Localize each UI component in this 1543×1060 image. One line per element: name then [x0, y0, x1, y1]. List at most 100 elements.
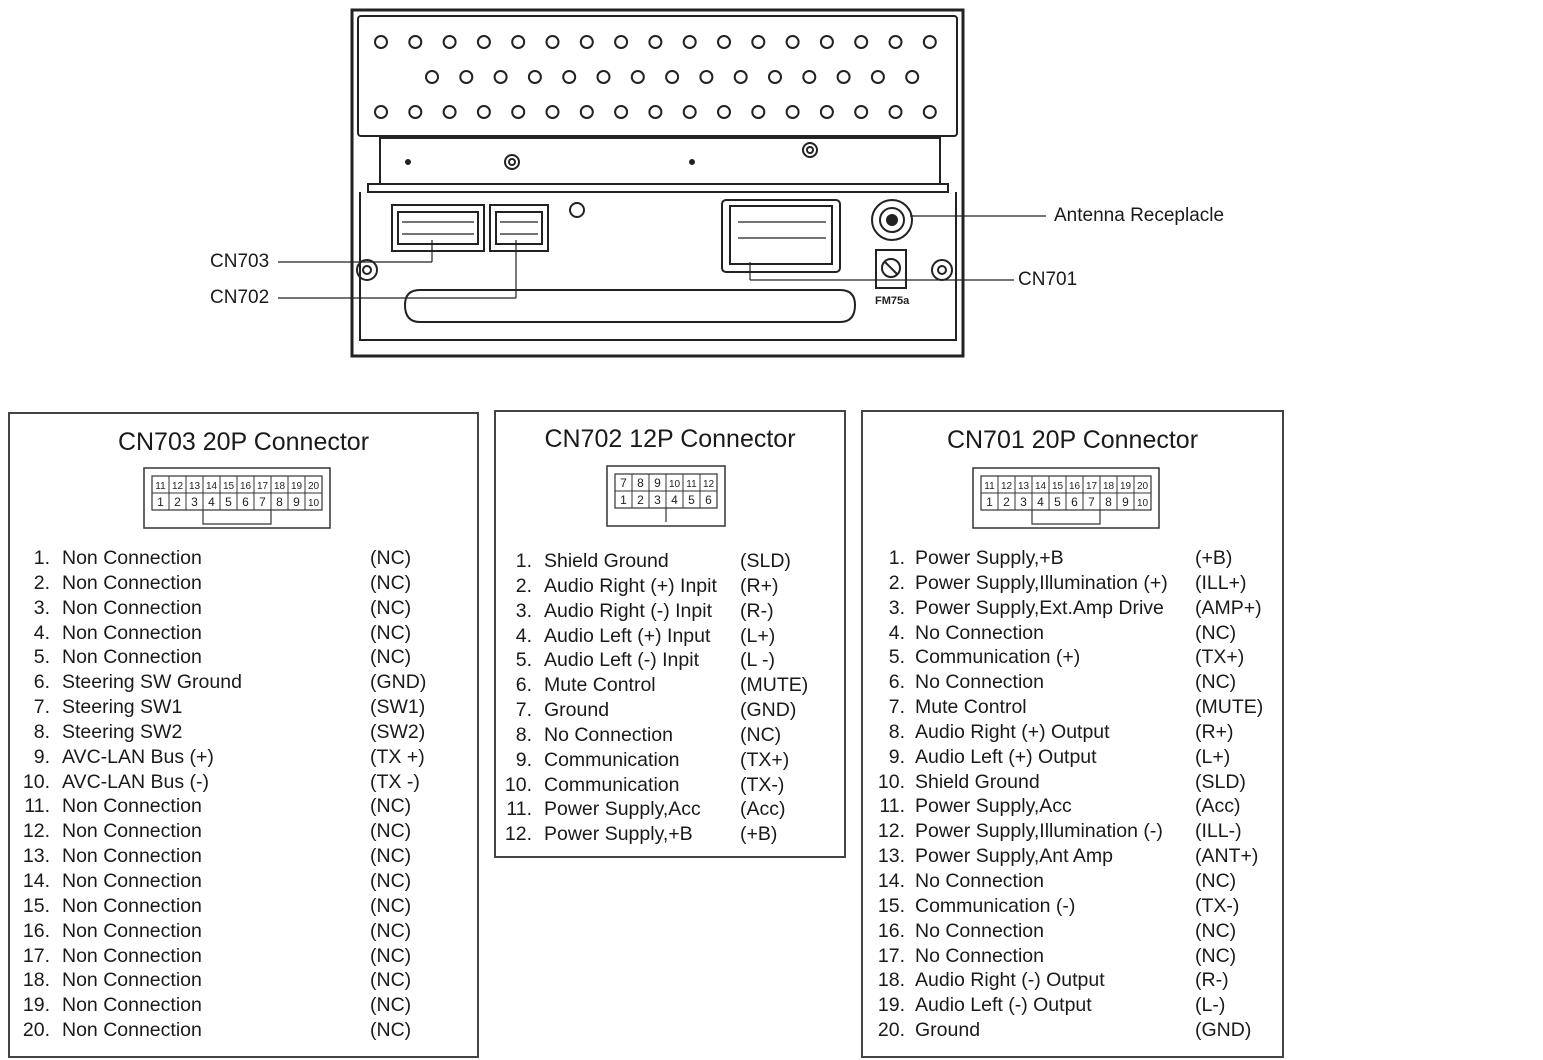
pin-code: (MUTE)	[1195, 696, 1264, 719]
pin-number: 12.	[877, 820, 905, 843]
connector-pin-number: 17	[1086, 481, 1098, 492]
pin-number: 15.	[22, 894, 50, 917]
connector-pin-number: 8	[276, 495, 283, 509]
vent-hole	[374, 35, 388, 49]
pin-number: 6.	[33, 671, 50, 694]
pin-code: (NC)	[740, 723, 782, 746]
pin-code: (NC)	[370, 1019, 412, 1042]
pin-row: 9.Audio Left (+) Output(L+)	[863, 745, 1286, 770]
vent-hole	[699, 70, 714, 84]
vent-hole	[408, 35, 423, 49]
connector-pin-number: 7	[620, 476, 627, 490]
vent-hole	[476, 35, 491, 49]
pin-row: 18.Audio Right (-) Output(R-)	[863, 968, 1286, 993]
pin-name: Audio Left (-) Output	[915, 994, 1092, 1017]
vent-hole	[493, 70, 508, 84]
pin-code: (NC)	[370, 820, 412, 843]
connector-pin-number: 4	[208, 495, 215, 509]
pin-code: (NC)	[370, 869, 412, 892]
connector-pin-number: 20	[308, 481, 320, 492]
pin-name: AVC-LAN Bus (+)	[62, 745, 214, 768]
pin-number: 17.	[22, 944, 50, 967]
vent-hole	[648, 105, 663, 119]
connector-pin-number: 9	[293, 495, 300, 509]
pin-code: (NC)	[370, 845, 412, 868]
pin-number: 4.	[33, 621, 50, 644]
connector-pin-number: 12	[172, 481, 184, 492]
pin-number: 6.	[515, 674, 532, 697]
pin-name: Non Connection	[62, 820, 202, 843]
vent-hole	[870, 70, 885, 84]
pin-number: 8.	[888, 720, 905, 743]
connector-housing	[972, 467, 1160, 529]
pin-row: 20.Non Connection(NC)	[10, 1018, 481, 1043]
pin-name: Mute Control	[544, 674, 656, 697]
pin-row: 18.Non Connection(NC)	[10, 968, 481, 993]
pin-number: 9.	[888, 745, 905, 768]
pin-row: 14.Non Connection(NC)	[10, 869, 481, 894]
pin-row: 12.Power Supply,Illumination (-)(ILL-)	[863, 819, 1286, 844]
pin-row: 17.No Connection(NC)	[863, 944, 1286, 969]
pin-name: Steering SW1	[62, 696, 183, 719]
pin-code: (NC)	[370, 795, 412, 818]
vent-hole	[836, 70, 851, 84]
pin-code: (AMP+)	[1195, 596, 1262, 619]
pin-name: Non Connection	[62, 845, 202, 868]
pin-row: 5.Audio Left (-) Inpit(L -)	[496, 648, 848, 673]
pin-number: 20.	[22, 1019, 50, 1042]
vent-hole	[614, 35, 629, 49]
cn702-title: CN702 12P Connector	[544, 425, 796, 453]
pin-row: 9.AVC-LAN Bus (+)(TX +)	[10, 745, 481, 770]
pin-name: Power Supply,+B	[544, 823, 693, 846]
pin-number: 10.	[22, 770, 50, 793]
pin-number: 8.	[515, 723, 532, 746]
pin-number: 20.	[877, 1019, 905, 1042]
pin-number: 9.	[33, 745, 50, 768]
pin-code: (TX-)	[1195, 894, 1240, 917]
pin-number: 7.	[888, 696, 905, 719]
pin-number: 7.	[33, 696, 50, 719]
pin-code: (NC)	[1195, 621, 1237, 644]
pin-number: 14.	[877, 869, 905, 892]
connector-pin-number: 18	[1103, 481, 1115, 492]
cn703-title: CN703 20P Connector	[117, 428, 370, 456]
pin-code: (NC)	[370, 894, 412, 917]
pin-row: 19.Audio Left (-) Output(L-)	[863, 993, 1286, 1018]
pin-row: 10.Communication(TX-)	[496, 773, 848, 798]
pin-row: 4.Non Connection(NC)	[10, 621, 481, 646]
pin-code: (Acc)	[1195, 795, 1241, 818]
pin-name: Power Supply,Ext.Amp Drive	[915, 596, 1164, 619]
pin-code: (+B)	[740, 823, 778, 846]
pin-row: 6. Mute Control (MUTE)	[496, 673, 848, 698]
vent-hole	[819, 35, 834, 49]
pin-row: 13.Non Connection(NC)	[10, 844, 481, 869]
pin-code: (R+)	[1195, 720, 1234, 743]
connector-pin-number: 5	[1054, 495, 1061, 509]
cn701-title: CN701 20P Connector	[946, 426, 1199, 454]
vent-hole	[717, 105, 731, 119]
connector-pin-cell	[699, 490, 718, 509]
connector-key	[202, 510, 272, 525]
pin-number: 4.	[515, 624, 532, 647]
pin-row: 16.No Connection(NC)	[863, 919, 1286, 944]
pin-row: 15.Communication (-)(TX-)	[863, 894, 1286, 919]
connector-pin-number: 12	[703, 479, 715, 490]
connector-pin-number: 18	[274, 481, 286, 492]
connector-pin-number: 16	[240, 481, 252, 492]
pin-number: 5.	[33, 646, 50, 669]
pin-code: (MUTE)	[740, 674, 809, 697]
pin-number: 19.	[877, 994, 905, 1017]
pin-number: 2.	[888, 571, 905, 594]
pin-number: 18.	[22, 969, 50, 992]
connector-pin-number: 8	[637, 476, 644, 490]
pin-code: (GND)	[740, 699, 797, 722]
pin-code: (SLD)	[740, 550, 791, 572]
connector-pin-number: 11	[984, 481, 995, 492]
vent-hole	[785, 105, 800, 119]
connector-housing	[606, 465, 726, 527]
connector-key	[1031, 510, 1101, 525]
pin-code: (GND)	[1195, 1019, 1252, 1042]
vent-hole	[854, 105, 869, 119]
vent-hole	[922, 35, 937, 49]
pin-name: Non Connection	[62, 869, 202, 892]
